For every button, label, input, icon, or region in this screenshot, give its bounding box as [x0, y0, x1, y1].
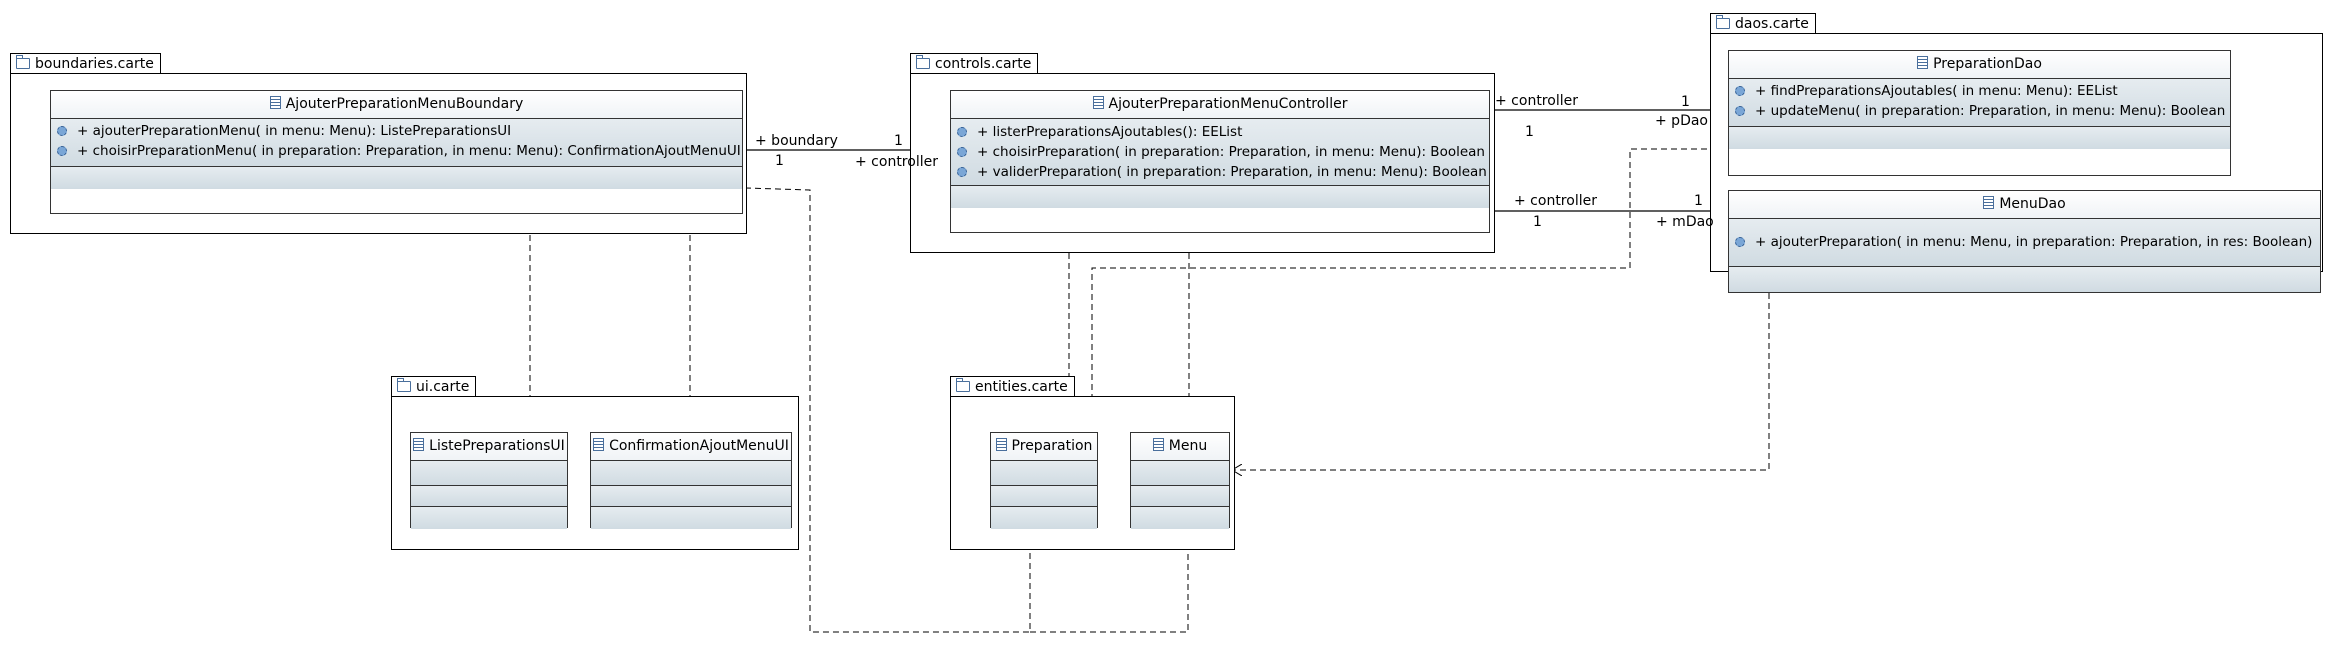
multiplicity-controller-mdao: 1	[1533, 214, 1542, 230]
operation-icon	[1735, 86, 1745, 96]
empty-compartment	[591, 507, 791, 529]
operations-compartment: + findPreparationsAjoutables( in menu: M…	[1729, 79, 2230, 127]
multiplicity-controller-pdao: 1	[1525, 124, 1534, 140]
empty-compartment	[591, 461, 791, 486]
role-label-controller-boundary: + controller	[855, 154, 938, 170]
role-label-pdao: + pDao	[1655, 113, 1708, 129]
class-name: MenuDao	[1999, 196, 2066, 212]
operation-choisirpreparation[interactable]: + choisirPreparation( in preparation: Pr…	[951, 142, 1489, 162]
class-header: Menu	[1131, 433, 1229, 461]
class-name: AjouterPreparationMenuBoundary	[285, 96, 524, 112]
folder-icon	[956, 378, 970, 392]
class-icon	[995, 438, 1007, 451]
dependency-preparationdao-preparation	[1092, 148, 1727, 432]
operations-compartment: + ajouterPreparationMenu( in menu: Menu)…	[51, 119, 742, 167]
empty-compartment	[411, 507, 567, 529]
class-name: Preparation	[1011, 438, 1093, 454]
empty-compartment	[1729, 127, 2230, 149]
operation-icon	[1735, 106, 1745, 116]
package-label-entities: entities.carte	[975, 379, 1068, 395]
class-header: AjouterPreparationMenuBoundary	[51, 91, 742, 119]
class-header: ListePreparationsUI	[411, 433, 567, 461]
operations-compartment: + ajouterPreparation( in menu: Menu, in …	[1729, 219, 2320, 267]
class-header: ConfirmationAjoutMenuUI	[591, 433, 791, 461]
folder-icon	[1716, 15, 1730, 29]
class-name: AjouterPreparationMenuController	[1108, 96, 1348, 112]
dependency-boundary-entities	[744, 187, 1030, 633]
package-label-daos: daos.carte	[1735, 16, 1809, 32]
role-label-mdao: + mDao	[1656, 214, 1714, 230]
empty-compartment	[51, 167, 742, 189]
class-name: Menu	[1168, 438, 1208, 454]
package-label-ui: ui.carte	[416, 379, 470, 395]
operation-validerpreparation[interactable]: + validerPreparation( in preparation: Pr…	[951, 162, 1489, 182]
class-name: PreparationDao	[1933, 56, 2042, 72]
class-icon	[1983, 196, 1995, 209]
multiplicity-controller-boundary: 1	[894, 133, 903, 149]
folder-icon	[16, 55, 30, 69]
class-header: Preparation	[991, 433, 1097, 461]
empty-compartment	[1729, 267, 2320, 292]
empty-compartment	[1131, 486, 1229, 507]
operation-icon	[957, 147, 967, 157]
empty-compartment	[1131, 507, 1229, 529]
operation-findpreparationsajoutables[interactable]: + findPreparationsAjoutables( in menu: M…	[1729, 81, 2230, 101]
package-tab-boundaries[interactable]: boundaries.carte	[10, 53, 161, 74]
empty-compartment	[1131, 461, 1229, 486]
dependency-menudao-menu	[1232, 293, 1770, 470]
class-icon	[1917, 56, 1929, 69]
multiplicity-pdao: 1	[1681, 94, 1690, 110]
class-ajouterpreparationmenuboundary[interactable]: AjouterPreparationMenuBoundary + ajouter…	[50, 90, 743, 214]
class-icon	[269, 96, 281, 109]
operation-ajouterpreparation[interactable]: + ajouterPreparation( in menu: Menu, in …	[1729, 232, 2320, 252]
class-icon	[413, 438, 425, 451]
operation-ajouterpreparationmenu[interactable]: + ajouterPreparationMenu( in menu: Menu)…	[51, 121, 742, 141]
class-confirmationajoutmenuui[interactable]: ConfirmationAjoutMenuUI	[590, 432, 792, 529]
operation-choisirpreparationmenu[interactable]: + choisirPreparationMenu( in preparation…	[51, 141, 742, 161]
class-ajouterpreparationmenucontroller[interactable]: AjouterPreparationMenuController + liste…	[950, 90, 1490, 233]
class-icon	[593, 438, 605, 451]
empty-compartment	[411, 461, 567, 486]
role-label-controller-pdao: + controller	[1495, 93, 1578, 109]
empty-compartment	[991, 507, 1097, 529]
multiplicity-boundary: 1	[775, 153, 784, 169]
operation-listerpreparationsajoutables[interactable]: + listerPreparationsAjoutables(): EEList	[951, 122, 1489, 142]
operation-icon	[57, 126, 67, 136]
class-preparation[interactable]: Preparation	[990, 432, 1098, 529]
class-name: ConfirmationAjoutMenuUI	[609, 438, 789, 454]
class-icon	[1092, 96, 1104, 109]
operation-icon	[957, 167, 967, 177]
class-menudao[interactable]: MenuDao + ajouterPreparation( in menu: M…	[1728, 190, 2321, 293]
empty-compartment	[991, 486, 1097, 507]
class-preparationdao[interactable]: PreparationDao + findPreparationsAjoutab…	[1728, 50, 2231, 176]
class-header: PreparationDao	[1729, 51, 2230, 79]
role-label-boundary: + boundary	[755, 133, 838, 149]
class-listepreparationsui[interactable]: ListePreparationsUI	[410, 432, 568, 529]
package-label-boundaries: boundaries.carte	[35, 56, 154, 72]
class-header: AjouterPreparationMenuController	[951, 91, 1489, 119]
operation-icon	[1735, 237, 1745, 247]
class-menu[interactable]: Menu	[1130, 432, 1230, 529]
multiplicity-mdao: 1	[1694, 193, 1703, 209]
role-label-controller-mdao: + controller	[1514, 193, 1597, 209]
dependency-boundary-menu	[1030, 533, 1188, 633]
class-name: ListePreparationsUI	[429, 438, 565, 454]
operation-updatemenu[interactable]: + updateMenu( in preparation: Preparatio…	[1729, 101, 2230, 121]
empty-compartment	[591, 486, 791, 507]
package-tab-daos[interactable]: daos.carte	[1710, 13, 1816, 34]
package-label-controls: controls.carte	[935, 56, 1032, 72]
operation-icon	[957, 127, 967, 137]
folder-icon	[397, 378, 411, 392]
empty-compartment	[991, 461, 1097, 486]
empty-compartment	[411, 486, 567, 507]
class-header: MenuDao	[1729, 191, 2320, 219]
package-tab-entities[interactable]: entities.carte	[950, 376, 1075, 397]
empty-compartment	[951, 186, 1489, 208]
operations-compartment: + listerPreparationsAjoutables(): EEList…	[951, 119, 1489, 186]
operation-icon	[57, 146, 67, 156]
package-tab-controls[interactable]: controls.carte	[910, 53, 1039, 74]
package-tab-ui[interactable]: ui.carte	[391, 376, 477, 397]
folder-icon	[916, 55, 930, 69]
class-icon	[1152, 438, 1164, 451]
